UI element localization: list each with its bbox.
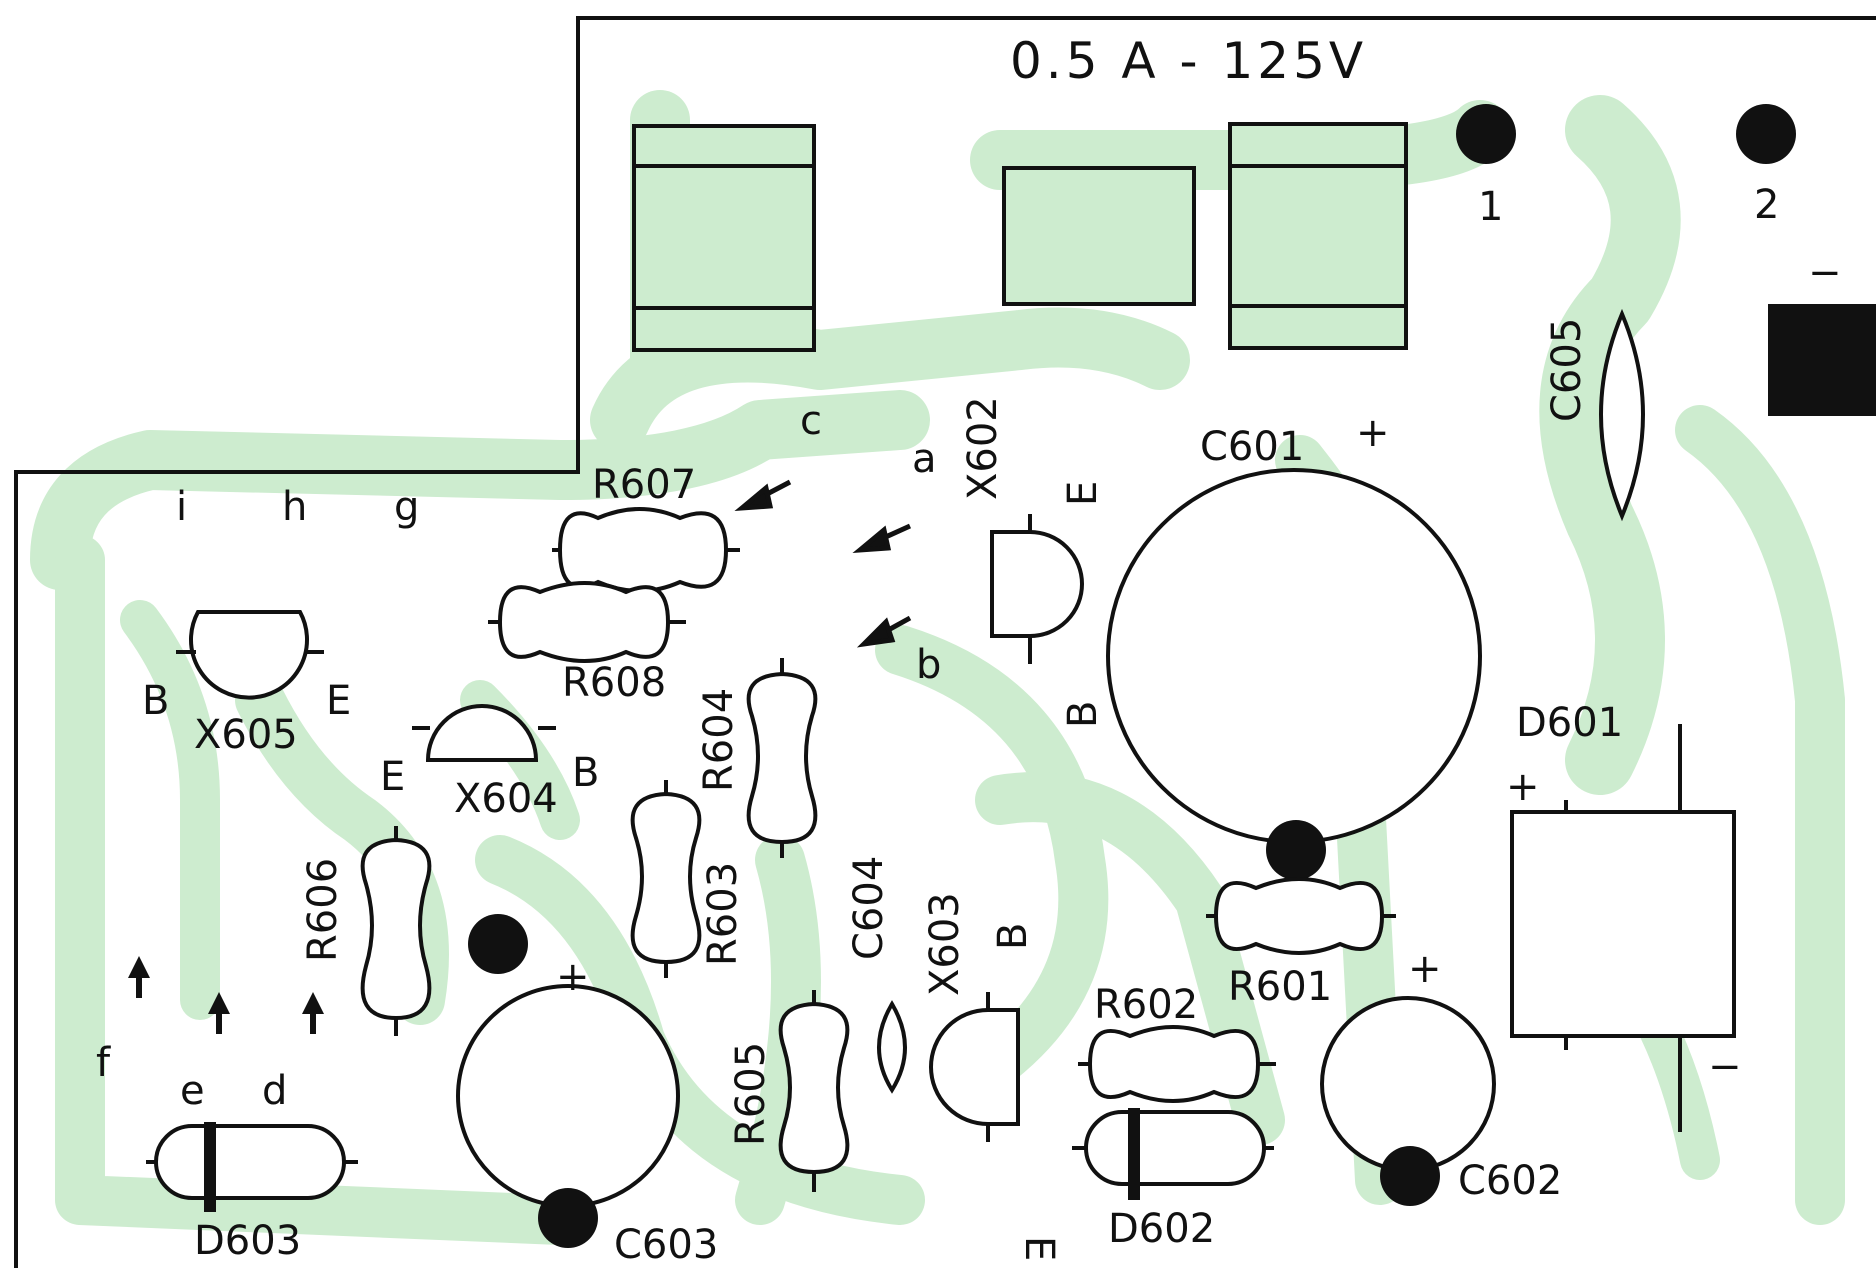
testpoint-a-label: a (912, 436, 937, 482)
x605-pin-e: E (326, 678, 351, 724)
d603-outline (146, 1122, 358, 1212)
x602-label: X602 (960, 396, 1006, 500)
arrow-f (128, 956, 150, 998)
fuse-holder-right (1228, 122, 1408, 350)
x602-pin-e: E (1060, 481, 1106, 506)
terminal-minus-label: − (1808, 250, 1842, 296)
c602-pad (1380, 1146, 1440, 1206)
x603-pin-b: B (990, 923, 1036, 950)
testpoint-e-label: e (180, 1068, 205, 1114)
r603-label: R603 (700, 862, 746, 966)
c601-pad (1266, 820, 1326, 880)
mounting-pad (468, 914, 528, 974)
x604-label: X604 (454, 776, 558, 822)
c605-label: C605 (1544, 318, 1590, 422)
x605-label: X605 (194, 712, 298, 758)
x602-pin-b: B (1060, 701, 1106, 728)
d602-outline (1072, 1108, 1274, 1200)
d601-outline (1510, 724, 1736, 1132)
battery-terminal-block (1768, 304, 1876, 416)
r602-outline (1078, 1025, 1276, 1103)
testpoint-g-label: g (394, 484, 419, 530)
d603-label: D603 (194, 1218, 301, 1264)
x604-outline (425, 704, 539, 762)
terminal-1-label: 1 (1478, 184, 1503, 230)
testpoint-h-label: h (282, 484, 307, 530)
arrow-b (856, 615, 912, 648)
x603-label: X603 (922, 892, 968, 996)
r603-outline (630, 780, 702, 978)
testpoint-c-label: c (800, 398, 822, 444)
terminal-1-pad (1456, 104, 1516, 164)
x604-pin-e: E (380, 754, 405, 800)
r601-outline (1206, 877, 1396, 955)
x603-pin-e: E (1016, 1236, 1062, 1261)
x604-pin-b: B (572, 750, 599, 796)
testpoint-b-label: b (916, 642, 941, 688)
c602-plus: + (1408, 946, 1442, 992)
c604-outline (877, 1000, 907, 1094)
board-outline (14, 16, 1876, 1268)
r608-outline (488, 581, 686, 663)
c602-outline (1320, 996, 1496, 1172)
testpoint-d-label: d (262, 1068, 287, 1114)
fuse-rating-label: 0.5 A - 125V (1010, 32, 1367, 90)
testpoint-f-label: f (96, 1040, 111, 1086)
terminal-2-pad (1736, 104, 1796, 164)
r607-outline (552, 507, 740, 593)
c603-outline (456, 984, 680, 1208)
c603-plus: + (556, 954, 590, 1000)
x602-outline (990, 530, 1084, 638)
c601-plus: + (1356, 410, 1390, 456)
d601-label: D601 (1516, 700, 1623, 746)
arrow-e (208, 992, 230, 1034)
fuse-holder-left (632, 124, 816, 352)
d602-label: D602 (1108, 1206, 1215, 1252)
arrow-a (852, 523, 912, 554)
c603-pad (538, 1188, 598, 1248)
d601-minus: − (1708, 1044, 1742, 1090)
r606-outline (360, 826, 432, 1036)
d601-plus: + (1506, 764, 1540, 810)
terminal-2-label: 2 (1754, 182, 1779, 228)
c603-label: C603 (614, 1222, 718, 1268)
r601-label: R601 (1228, 964, 1332, 1010)
r604-label: R604 (696, 688, 742, 792)
testpoint-i-label: i (176, 484, 187, 530)
r605-outline (778, 990, 850, 1192)
r606-label: R606 (300, 858, 346, 962)
r602-label: R602 (1094, 982, 1198, 1028)
x603-outline (929, 1008, 1020, 1126)
c605-outline (1599, 308, 1645, 522)
c601-outline (1106, 468, 1482, 844)
fuse-body (1002, 166, 1196, 306)
r604-outline (746, 658, 818, 858)
r608-label: R608 (562, 660, 666, 706)
c602-label: C602 (1458, 1158, 1562, 1204)
r607-label: R607 (592, 462, 696, 508)
c604-label: C604 (846, 856, 892, 960)
arrow-d (302, 992, 324, 1034)
x605-outline (189, 610, 309, 700)
arrow-c (734, 479, 792, 512)
r605-label: R605 (728, 1042, 774, 1146)
x605-pin-b: B (142, 678, 169, 724)
c601-label: C601 (1200, 424, 1304, 470)
